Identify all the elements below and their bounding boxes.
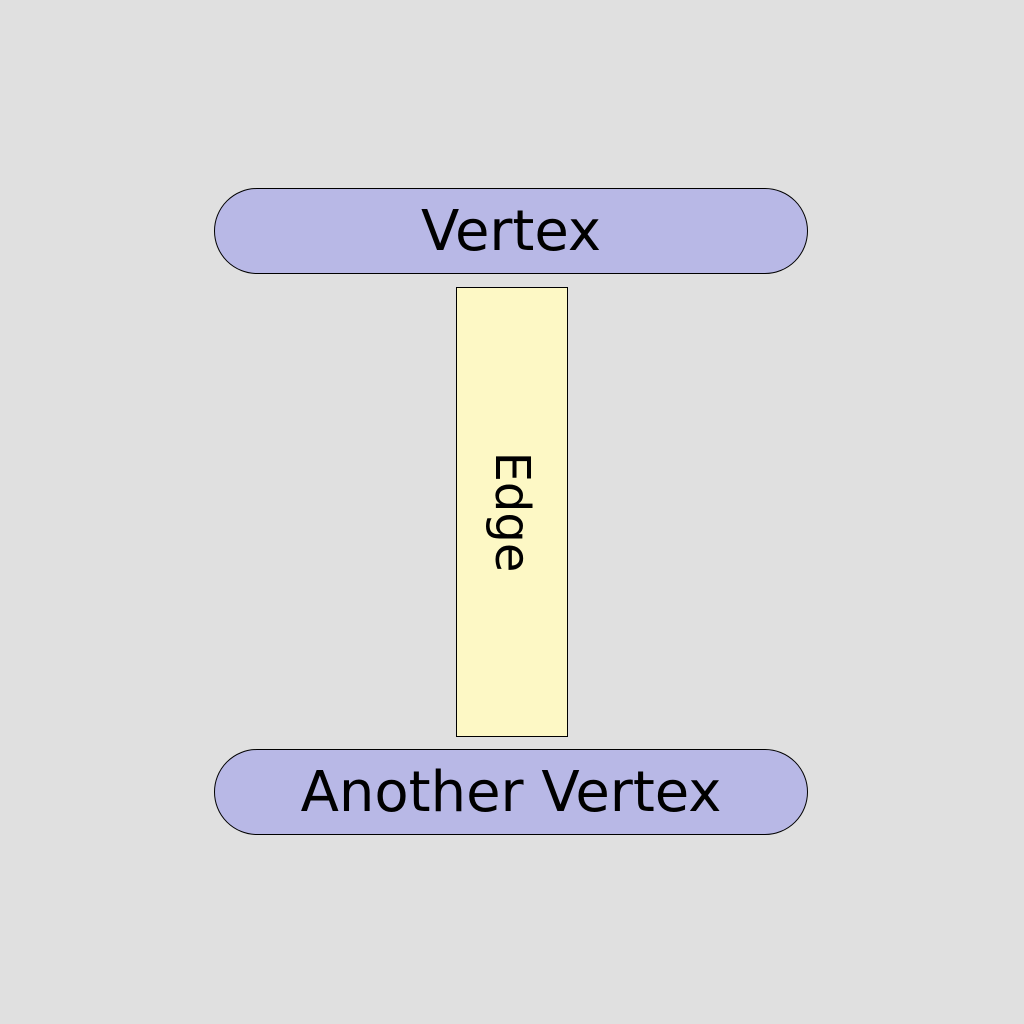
edge-label: Edge (484, 451, 540, 573)
vertex-node: Vertex (214, 188, 808, 274)
vertex-label: Vertex (420, 198, 601, 264)
edge-node: Edge (456, 287, 568, 737)
another-vertex-label: Another Vertex (300, 759, 722, 825)
another-vertex-node: Another Vertex (214, 749, 808, 835)
